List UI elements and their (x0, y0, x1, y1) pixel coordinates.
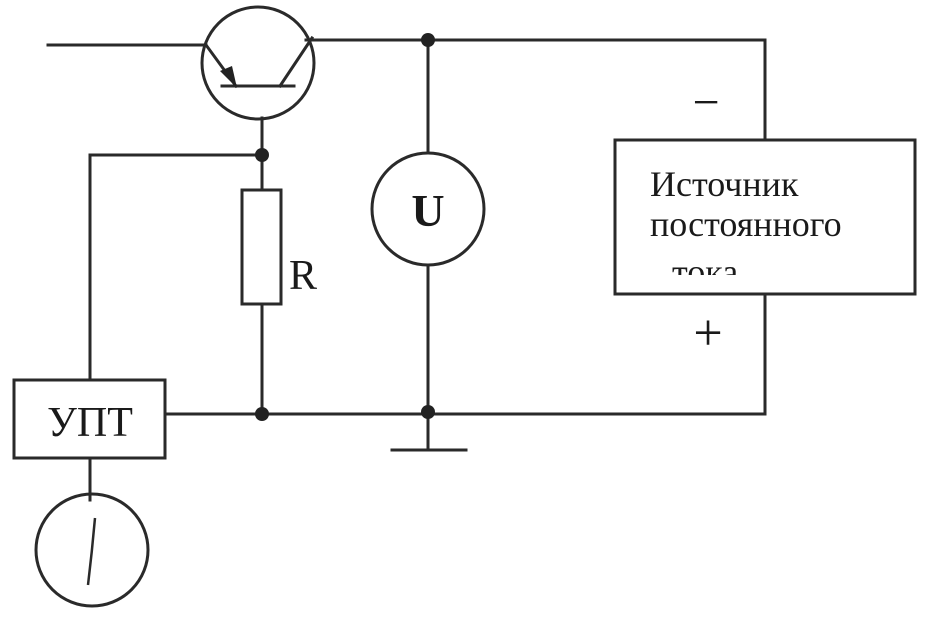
transistor-icon (200, 5, 316, 121)
transistor-collector-lead (277, 35, 315, 89)
junction-top-rail (421, 33, 435, 47)
junction-resistor-bottom (255, 407, 269, 421)
minus-terminal-label: − (692, 76, 719, 129)
source-label-line3: тока (672, 252, 738, 292)
source-label-line1: Источник (650, 164, 799, 204)
resistor-label: R (289, 253, 317, 299)
feedback-wire (88, 153, 264, 382)
junction-nodes (255, 33, 435, 421)
voltmeter (370, 151, 486, 267)
voltmeter-label: U (411, 185, 444, 236)
transistor-arrow-icon (220, 66, 237, 88)
wires (46, 38, 767, 502)
bottom-rail-wire (163, 293, 767, 416)
top-rail-wire (304, 38, 767, 142)
ammeter-dial (34, 492, 150, 608)
source-label-line2: постоянного (650, 204, 842, 244)
ammeter (34, 492, 150, 608)
transistor-envelope (200, 5, 316, 121)
junction-resistor-top (255, 148, 269, 162)
dc-source-box (613, 138, 917, 296)
meter-needle-icon (86, 517, 97, 586)
amplifier-label: УПТ (47, 400, 133, 446)
resistor (240, 188, 283, 306)
plus-terminal-label: + (693, 305, 722, 362)
amplifier-box (12, 378, 167, 460)
junction-bottom-rail (421, 405, 435, 419)
